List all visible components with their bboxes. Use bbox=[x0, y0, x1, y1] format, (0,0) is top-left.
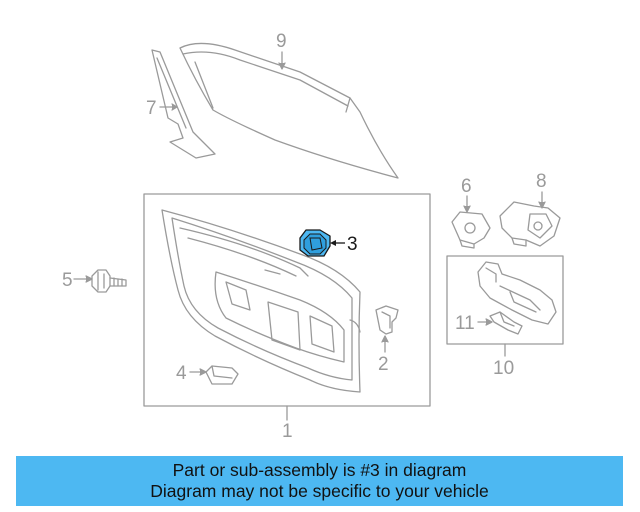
part-8-lamp-housing bbox=[499, 201, 561, 247]
banner-line-1: Part or sub-assembly is #3 in diagram bbox=[172, 460, 467, 480]
part-5-screw bbox=[91, 269, 127, 293]
part-6-socket bbox=[451, 211, 491, 249]
callout-6: 6 bbox=[461, 176, 472, 197]
arrow-head-11 bbox=[485, 318, 493, 326]
part-11-bulb bbox=[489, 311, 523, 335]
callout-2: 2 bbox=[378, 354, 389, 375]
banner-line-2: Diagram may not be specific to your vehi… bbox=[150, 481, 489, 501]
callout-11: 11 bbox=[455, 313, 475, 334]
arrow-head-9 bbox=[278, 62, 286, 70]
part-7-trim-strip bbox=[151, 49, 216, 159]
part-3-highlighted-bezel bbox=[299, 229, 331, 257]
callout-3: 3 bbox=[347, 234, 358, 255]
part-10-lamp-assembly bbox=[477, 261, 557, 325]
callout-5: 5 bbox=[62, 270, 73, 291]
arrow-head-2 bbox=[381, 335, 389, 343]
arrow-head-6 bbox=[463, 205, 471, 213]
info-banner: Part or sub-assembly is #3 in diagram Di… bbox=[16, 456, 623, 506]
parts-diagram: 1 2 3 4 5 6 7 8 9 10 11 bbox=[62, 31, 564, 442]
callout-9: 9 bbox=[276, 31, 287, 52]
callout-10: 10 bbox=[493, 358, 514, 379]
part-2-clip bbox=[375, 305, 399, 335]
arrow-head-3 bbox=[330, 240, 336, 246]
arrow-head-8 bbox=[538, 201, 546, 209]
callout-7: 7 bbox=[146, 98, 157, 119]
arrow-head-5 bbox=[85, 275, 93, 283]
part-1-trim-panel bbox=[161, 209, 361, 393]
part-9-rear-glass bbox=[179, 42, 399, 179]
part-4-clip bbox=[205, 365, 239, 385]
callout-8: 8 bbox=[536, 171, 547, 192]
callout-1: 1 bbox=[282, 421, 293, 442]
arrow-head-4 bbox=[199, 368, 207, 376]
arrow-head-7 bbox=[171, 103, 178, 111]
callout-4: 4 bbox=[176, 363, 187, 384]
